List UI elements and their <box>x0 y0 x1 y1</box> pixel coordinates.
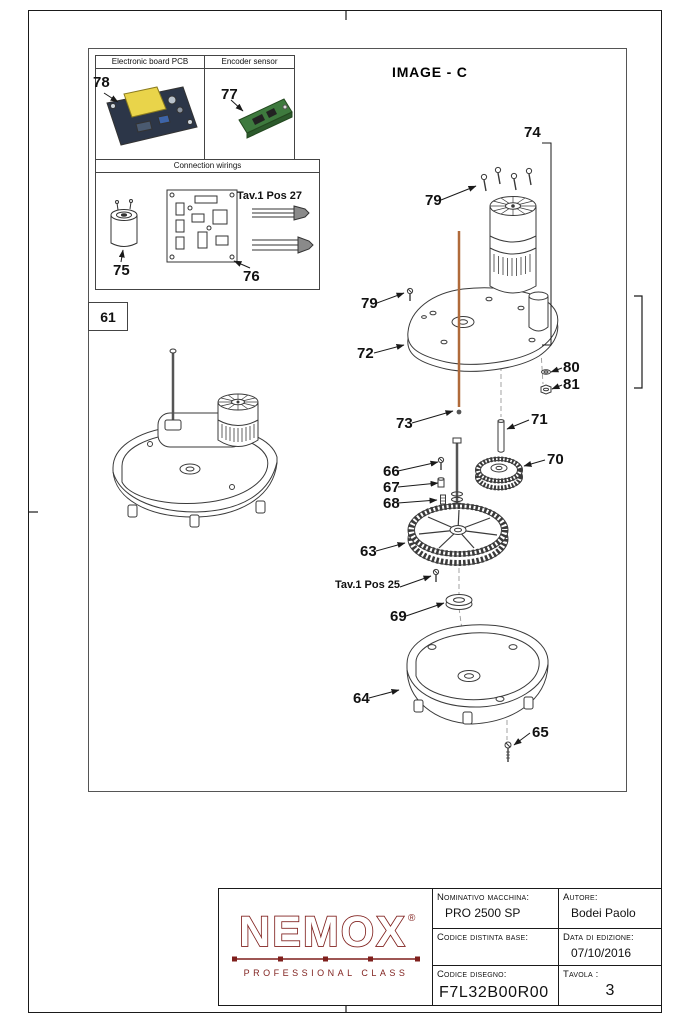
assembly-number-box: 61 <box>88 302 128 331</box>
drive-shaft-73 <box>456 231 462 415</box>
callout-77: 77 <box>221 86 238 103</box>
edition-date-cell: Data di edizione: 07/10/2016 <box>558 928 661 965</box>
edition-date-value: 07/10/2016 <box>571 946 632 960</box>
callout-66: 66 <box>383 463 400 480</box>
machine-name-value: PRO 2500 SP <box>445 906 521 920</box>
callout-79b: 79 <box>361 295 378 312</box>
edition-date-label: Data di edizione: <box>563 932 634 943</box>
title-block: NEMOX ® PROFESSIONAL CLASS Nominativo ma… <box>218 888 662 1006</box>
callout-65: 65 <box>532 724 549 741</box>
brand-tagline: PROFESSIONAL CLASS <box>243 968 408 978</box>
callout-76: 76 <box>243 268 260 285</box>
encoder-strip-drawing <box>230 98 293 139</box>
pinion-gear-70 <box>475 456 523 491</box>
bracket-74 <box>542 142 552 346</box>
brand-logo: NEMOX ® PROFESSIONAL CLASS <box>219 889 433 1005</box>
callout-80: 80 <box>563 359 580 376</box>
callout-73: 73 <box>396 415 413 432</box>
inset-wirings: Connection wirings <box>95 159 320 290</box>
callout-75: 75 <box>113 262 130 279</box>
callout-81: 81 <box>563 376 580 393</box>
inset-encoder-title: Encoder sensor <box>205 56 294 69</box>
author-label: Autore: <box>563 892 598 903</box>
pcb-board-drawing <box>103 86 198 146</box>
callout-64: 64 <box>353 690 370 707</box>
drawing-code-value: F7L32B00R00 <box>439 984 549 1001</box>
title-block-grid: Nominativo macchina: PRO 2500 SP Autore:… <box>433 889 661 1005</box>
tav1-pos27-note: Tav.1 Pos 27 <box>237 190 303 202</box>
author-value: Bodei Paolo <box>571 906 636 920</box>
main-gear-63 <box>407 503 509 566</box>
nut-81 <box>540 384 552 395</box>
machine-name-label: Nominativo macchina: <box>437 892 530 903</box>
inset-wirings-title: Connection wirings <box>96 160 319 173</box>
page-marks <box>28 10 643 1013</box>
callout-69: 69 <box>390 608 407 625</box>
callout-70: 70 <box>547 451 564 468</box>
callout-78: 78 <box>93 74 110 91</box>
bom-code-label: Codice distinta base: <box>437 932 529 943</box>
machine-name-cell: Nominativo macchina: PRO 2500 SP <box>433 889 558 928</box>
washer-69 <box>445 594 473 610</box>
callout-68: 68 <box>383 495 400 512</box>
screw-65 <box>504 741 512 762</box>
sheet-number-cell: Tavola : 3 <box>558 965 661 1005</box>
washer-80 <box>541 369 551 375</box>
callout-74: 74 <box>524 124 541 141</box>
screw-66 <box>437 456 445 470</box>
callout-63: 63 <box>360 543 377 560</box>
pin-67 <box>437 477 445 488</box>
motor-74 <box>489 196 537 294</box>
callout-71: 71 <box>531 411 548 428</box>
control-board-76 <box>166 189 251 269</box>
drawing-code-label: Codice disegno: <box>437 969 507 980</box>
tav1-pos25-note: Tav.1 Pos 25 <box>335 579 401 591</box>
screws-79 <box>480 166 533 192</box>
bom-code-cell: Codice distinta base: <box>433 928 558 965</box>
brand-name: NEMOX <box>239 908 407 956</box>
wire-bundle-2 <box>252 236 314 254</box>
assembly-unit-drawing <box>112 348 278 528</box>
sheet-number-value: 3 <box>605 982 615 999</box>
wire-bundle-1 <box>252 205 310 221</box>
figure-container <box>88 48 627 792</box>
callout-leader-lines <box>368 185 563 746</box>
author-cell: Autore: Bodei Paolo <box>558 889 661 928</box>
callout-67: 67 <box>383 479 400 496</box>
stud-68 <box>440 494 446 505</box>
mounting-plate-72 <box>406 287 559 372</box>
inset-pcb-title: Electronic board PCB <box>96 56 204 69</box>
nemox-logo: NEMOX ® PROFESSIONAL CLASS <box>231 907 420 978</box>
image-title: IMAGE - C <box>392 64 468 80</box>
solenoid-75 <box>110 199 138 263</box>
registered-mark: ® <box>408 913 416 924</box>
screw-tav25 <box>432 568 440 582</box>
callout-79a: 79 <box>425 192 442 209</box>
callout-72: 72 <box>357 345 374 362</box>
sheet-number-label: Tavola : <box>563 969 599 980</box>
pin-71 <box>497 419 505 453</box>
capacitor-cylinder <box>528 291 549 332</box>
drawing-code-cell: Codice disegno: F7L32B00R00 <box>433 965 558 1005</box>
housing-64 <box>406 624 549 725</box>
